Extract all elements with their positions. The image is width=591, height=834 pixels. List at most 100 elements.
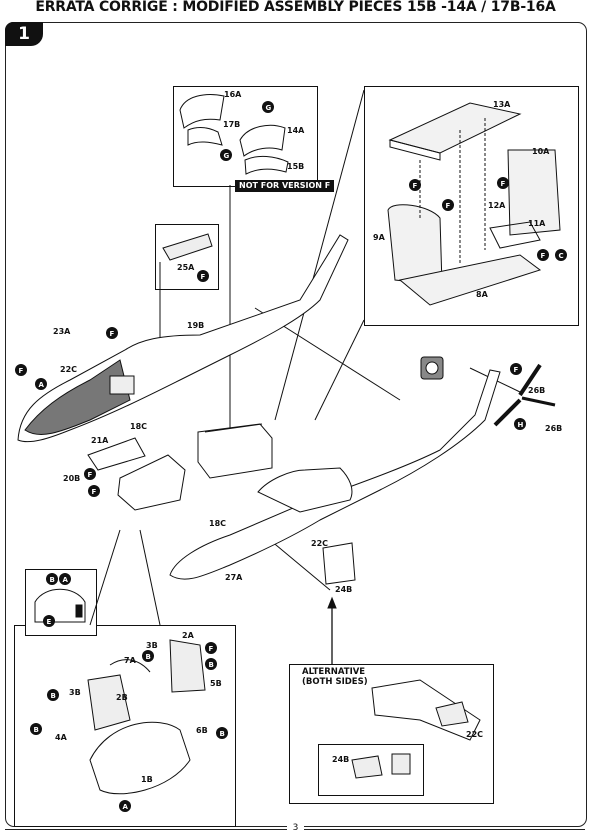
callout-badge — [106, 327, 118, 339]
part-label: 3B — [69, 688, 81, 697]
part-14a-shape — [239, 124, 286, 157]
part-label: 27A — [225, 573, 243, 582]
part-label: 14A — [287, 126, 305, 135]
part-label: 5B — [210, 679, 222, 688]
callout-badge — [442, 199, 454, 211]
fuselage-lower — [169, 369, 501, 580]
alt-part-24b — [351, 755, 383, 779]
part-label: 21A — [91, 436, 109, 445]
callout-letter: F — [446, 202, 451, 210]
callout-letter: A — [63, 576, 69, 584]
callout-badge — [537, 249, 549, 261]
leader-line — [269, 539, 331, 591]
callout-badge — [409, 179, 421, 191]
callout-badge — [197, 270, 209, 282]
inset-box-cockpit — [14, 625, 236, 827]
callout-letter: F — [209, 645, 214, 653]
callout-badge — [15, 364, 27, 376]
page-number-text: 3 — [286, 823, 305, 833]
part-label: 16A — [224, 90, 242, 99]
part-15b-shape — [244, 155, 289, 175]
part-label: 23A — [53, 327, 71, 336]
part-label: 17B — [223, 120, 240, 129]
part-13a-edge — [389, 139, 441, 161]
part-label: 22C — [311, 539, 328, 548]
part-label: 13A — [493, 100, 511, 109]
callout-letter: G — [266, 104, 272, 112]
part-label: 2A — [182, 631, 195, 640]
alternative-line2: (BOTH SIDES) — [302, 677, 368, 687]
part-label: 15B — [287, 162, 304, 171]
callout-badge — [220, 149, 232, 161]
leader-line — [89, 529, 121, 626]
callout-badge — [119, 800, 131, 812]
part-label: 22C — [466, 730, 483, 739]
page-title: ERRATA CORRIGE : MODIFIED ASSEMBLY PIECE… — [35, 0, 556, 15]
callout-letter: B — [51, 692, 56, 700]
callout-badge — [216, 727, 228, 739]
callout-badge — [514, 418, 526, 430]
callout-letter: B — [34, 726, 39, 734]
part-16a-shape — [179, 94, 225, 129]
alternative-label: ALTERNATIVE (BOTH SIDES) — [302, 667, 368, 687]
part-2a-seat — [169, 639, 206, 693]
inset-box-alternative — [289, 664, 494, 804]
callout-badge — [555, 249, 567, 261]
part-label: 2B — [116, 693, 128, 702]
callout-letter: F — [201, 273, 206, 281]
part-label: 3B — [146, 641, 158, 650]
part-label: 18C — [209, 519, 226, 528]
part-22c-shape — [109, 375, 135, 395]
part-label: 24B — [335, 585, 352, 594]
part-10a-shape — [507, 149, 561, 236]
callout-badge — [205, 642, 217, 654]
callout-letter: F — [541, 252, 546, 260]
inset-box-panel-detail — [155, 224, 219, 290]
leader-line — [314, 319, 365, 421]
callout-badge — [142, 650, 154, 662]
part-label: 18C — [130, 422, 147, 431]
callout-badge — [497, 177, 509, 189]
callout-letter: F — [19, 367, 24, 375]
part-label: 26B — [545, 424, 562, 433]
arrow-head — [327, 596, 337, 609]
part-8a-shape — [398, 254, 542, 306]
cockpit-tub-shape — [117, 454, 186, 511]
rotor-blade — [518, 363, 542, 397]
center-box-shape — [197, 423, 273, 479]
callout-letter: A — [39, 381, 45, 389]
alt-part-22c — [435, 701, 469, 727]
leader-line — [139, 529, 161, 626]
part-label: 6B — [196, 726, 208, 735]
not-for-version-banner: NOT FOR VERSION F — [235, 180, 335, 192]
center-box-edge — [204, 423, 263, 433]
inset-box-alternative-sub — [318, 744, 424, 796]
callout-letter: F — [110, 330, 115, 338]
part-label: 25A — [177, 263, 195, 272]
part-label: 8A — [476, 290, 489, 299]
rotor-blade — [493, 398, 522, 427]
part-2b-seat — [87, 674, 131, 731]
callout-badge — [262, 101, 274, 113]
decal-icon-dot — [425, 361, 439, 375]
part-24b-shape — [322, 542, 356, 585]
alt-part-detail — [391, 753, 411, 775]
page-number: 3 — [0, 823, 591, 833]
callout-letter: E — [47, 618, 52, 626]
callout-badge — [35, 378, 47, 390]
cockpit-tub-detail — [89, 721, 191, 795]
callout-badge — [47, 689, 59, 701]
callout-badge — [43, 615, 55, 627]
callout-letter: H — [518, 421, 524, 429]
callout-letter: F — [88, 471, 93, 479]
part-label: 7A — [124, 656, 137, 665]
callout-letter: F — [92, 488, 97, 496]
part-label: 19B — [187, 321, 204, 330]
callout-letter: A — [123, 803, 129, 811]
callout-letter: B — [146, 653, 151, 661]
step-number-badge: 1 — [5, 22, 43, 46]
callout-letter: B — [209, 661, 214, 669]
inset-box-interior — [364, 86, 579, 326]
part-label: 9A — [373, 233, 386, 242]
fuselage-upper-interior — [24, 359, 131, 436]
